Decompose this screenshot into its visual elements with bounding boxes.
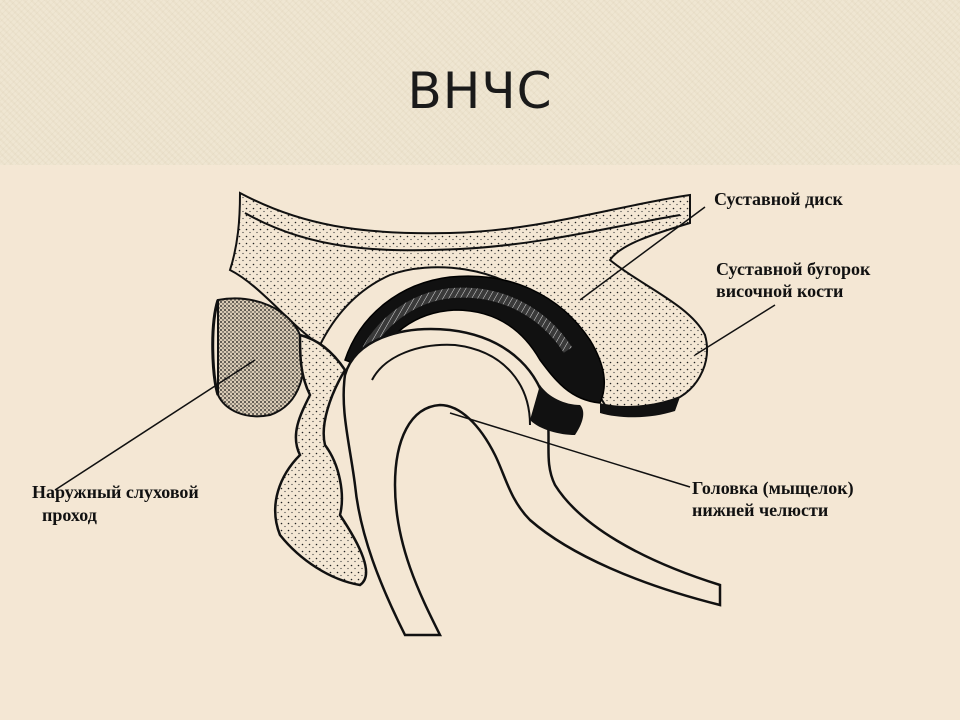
ear-canal (217, 297, 305, 418)
tympanic-bone (273, 333, 368, 587)
leader-disc (579, 206, 706, 301)
label-ear-canal-1: Наружный слуховой (32, 482, 199, 502)
leader-condyle (449, 412, 691, 488)
label-articular-tubercle-2: височной кости (716, 281, 844, 301)
leader-tubercle (694, 304, 776, 356)
leader-ear (54, 359, 256, 491)
tmj-diagram: Суставной диск Суставной бугорок височно… (0, 165, 960, 720)
label-ear-canal-2: проход (42, 505, 97, 525)
label-articular-tubercle-1: Суставной бугорок (716, 259, 871, 279)
tmj-illustration (54, 191, 776, 637)
slide-title: ВНЧС (407, 62, 553, 120)
label-condyle-2: нижней челюсти (692, 500, 829, 520)
label-condyle-1: Головка (мыщелок) (692, 478, 854, 498)
label-articular-disc: Суставной диск (714, 189, 843, 209)
